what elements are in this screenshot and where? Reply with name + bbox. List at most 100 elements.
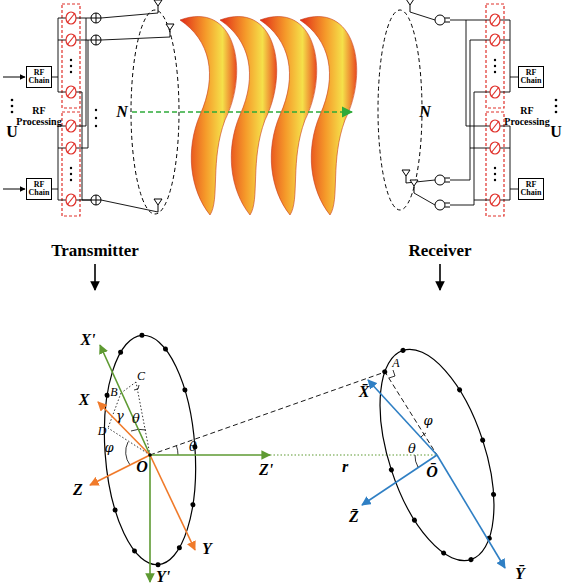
- antennas: [154, 199, 162, 212]
- point-label: D: [98, 425, 107, 437]
- angle-label: φ: [423, 414, 432, 427]
- angle-label: θ: [132, 412, 140, 425]
- transmitter-ring: [97, 329, 206, 570]
- phase-shifters: [490, 86, 500, 98]
- sight-line: [150, 372, 437, 455]
- oam-beam: [180, 16, 357, 215]
- transmitter-ring: [155, 562, 160, 567]
- receiver-axis: [362, 455, 437, 505]
- wire: [76, 18, 91, 200]
- local-axis: [98, 402, 150, 455]
- oam-beam: [220, 16, 277, 215]
- reference-axis: [100, 345, 150, 455]
- phase-shifters: [66, 34, 76, 46]
- reference-axis: [100, 345, 270, 582]
- rf-chain-box: RF Chain: [518, 178, 544, 200]
- ellipsis-dots: [494, 173, 496, 175]
- ellipsis-dots: [95, 109, 97, 111]
- phase-shifters: [490, 194, 500, 206]
- combiners: [435, 15, 450, 25]
- angle-label: γ: [116, 409, 124, 422]
- local-axis: [90, 455, 150, 485]
- down-arrows: [95, 264, 440, 290]
- box-text: RF Chain: [27, 69, 51, 85]
- transmitter-ring: [132, 548, 137, 553]
- angle-label: θ: [408, 442, 416, 455]
- rf-processing-box: [62, 4, 504, 216]
- combiners: [435, 175, 450, 185]
- angle-arc: [126, 442, 130, 465]
- down-arrows: [94, 264, 96, 290]
- receiver-ring: [357, 336, 516, 575]
- receiver-ring: [382, 369, 388, 375]
- point-marker: [148, 453, 152, 457]
- oam-beam: [260, 16, 317, 215]
- user-count: U: [550, 124, 562, 140]
- origin-label: O: [136, 459, 148, 475]
- point-label: C: [137, 370, 145, 382]
- ellipsis-dots: [70, 173, 72, 175]
- ellipsis-dots: [11, 105, 14, 108]
- angle-arc: [389, 370, 426, 467]
- phase-shifters: [66, 120, 76, 132]
- axis-label: X: [79, 392, 90, 408]
- phase-shifters: [66, 194, 76, 206]
- combiners: [435, 15, 450, 210]
- axis-label: X̄: [359, 384, 370, 400]
- antenna-count: N: [419, 104, 431, 120]
- distance-label: r: [342, 459, 348, 475]
- ellipsis-dots: [70, 59, 72, 61]
- receiver-ring: [456, 387, 462, 393]
- user-count: U: [6, 124, 18, 140]
- rf-chain-box: RF Chain: [518, 66, 544, 88]
- transmitter-ring: [118, 350, 123, 355]
- receiver-ring: [354, 332, 520, 577]
- ellipsis-dots: [70, 179, 72, 181]
- antenna-ring: [378, 10, 422, 210]
- antennas: [410, 180, 418, 193]
- wire: [500, 20, 518, 92]
- ellipsis-dots: [11, 111, 14, 114]
- wire: [500, 126, 518, 200]
- section-title: Receiver: [408, 242, 471, 259]
- rf-chain-box: RF Chain: [26, 178, 52, 200]
- ellipsis-dots: [95, 125, 97, 127]
- receiver-axis: [362, 380, 505, 568]
- transmitter-ring: [190, 502, 195, 507]
- reference-axis: [150, 454, 270, 456]
- axis-label: Z: [73, 482, 83, 498]
- antennas: [406, 0, 414, 12]
- axis-label: X': [80, 332, 95, 348]
- ellipsis-dots: [95, 117, 97, 119]
- input-arrows: [3, 77, 25, 78]
- box-text: RF Chain: [519, 181, 543, 197]
- block-label: RF Processing: [503, 105, 551, 127]
- axis-label: Y: [202, 541, 212, 557]
- ellipsis-dots: [555, 111, 558, 114]
- transmitter-ring: [177, 545, 182, 550]
- oam-beam: [300, 16, 357, 215]
- angle-label: θ: [189, 440, 197, 453]
- adders: [91, 35, 101, 45]
- phase-shifters: [490, 34, 500, 46]
- angle-arc: [126, 385, 178, 465]
- point-marker: [148, 453, 152, 457]
- receiver-ring: [388, 467, 394, 473]
- angle-arc: [389, 370, 395, 378]
- transmitter-ring: [100, 329, 205, 570]
- axis-label: Z': [259, 462, 273, 478]
- oam-beam: [180, 16, 237, 215]
- angle-arc: [415, 455, 418, 467]
- receiver-ring: [490, 491, 496, 497]
- phase-shifters: [490, 120, 500, 132]
- down-arrows: [439, 264, 441, 290]
- reference-axis: [149, 455, 151, 582]
- local-axis: [90, 402, 195, 550]
- ellipsis-dots: [555, 105, 558, 108]
- phase-shifters: [66, 12, 76, 24]
- receiver-ring: [480, 437, 486, 443]
- angle-arc: [176, 446, 178, 455]
- ellipsis-dots: [494, 59, 496, 61]
- adders: [91, 13, 101, 23]
- ellipsis-dots: [11, 99, 14, 102]
